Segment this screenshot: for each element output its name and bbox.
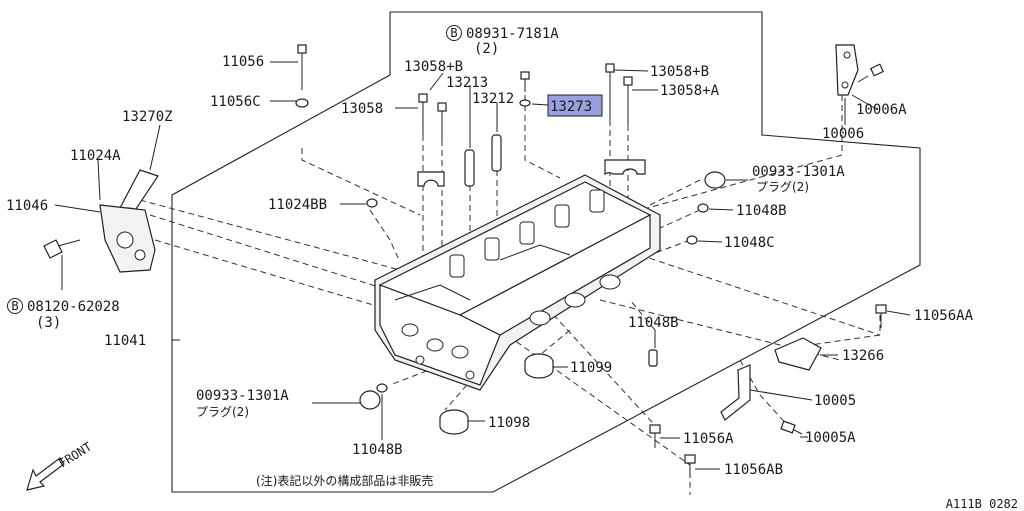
label-11048B-mid[interactable]: 11048B xyxy=(628,315,679,331)
label-13213[interactable]: 13213 xyxy=(446,75,488,91)
label-11048B-bottom[interactable]: 11048B xyxy=(352,442,403,458)
label-11056[interactable]: 11056 xyxy=(222,54,264,70)
left-bracket-assembly xyxy=(43,169,159,273)
label-11048C[interactable]: 11048C xyxy=(724,235,775,251)
dowel-pins xyxy=(464,134,502,187)
label-11099[interactable]: 11099 xyxy=(570,360,612,376)
label-13266[interactable]: 13266 xyxy=(842,348,884,364)
label-11048B-right[interactable]: 11048B xyxy=(736,203,787,219)
head-bolts xyxy=(295,44,633,140)
front-label: FRONT xyxy=(56,440,94,471)
label-00933-top[interactable]: 00933-1301A xyxy=(752,164,845,180)
label-00933-top-sub: プラグ(2) xyxy=(756,180,809,194)
label-08931[interactable]: 08931-7181A xyxy=(466,26,559,42)
bottom-left-parts xyxy=(359,353,554,435)
diagram-code: A111B 0282 xyxy=(946,497,1018,511)
label-10006[interactable]: 10006 xyxy=(822,126,864,142)
label-10006A[interactable]: 10006A xyxy=(856,102,907,118)
bolt-marker-left: B xyxy=(11,299,18,313)
bolt-marker-top: B xyxy=(450,26,457,40)
part-labels: 08931-7181A (2) 11056 11056C 13058+B 132… xyxy=(6,26,974,478)
label-13212[interactable]: 13212 xyxy=(472,91,514,107)
label-11098[interactable]: 11098 xyxy=(488,415,530,431)
label-11024A[interactable]: 11024A xyxy=(70,148,121,164)
front-indicator: FRONT xyxy=(26,440,94,491)
label-00933-bottom-sub: プラグ(2) xyxy=(196,405,249,419)
label-10005[interactable]: 10005 xyxy=(814,393,856,409)
label-13058B-right[interactable]: 13058+B xyxy=(650,64,709,80)
cam-caps xyxy=(417,159,646,187)
label-00933-bottom[interactable]: 00933-1301A xyxy=(196,388,289,404)
bolt-markers: B B xyxy=(7,25,462,314)
label-11056A[interactable]: 11056A xyxy=(683,431,734,447)
cylinder-head xyxy=(374,174,661,391)
diagram-frame xyxy=(171,11,921,493)
guide-lines xyxy=(139,95,881,495)
label-11056AB[interactable]: 11056AB xyxy=(724,462,783,478)
label-11056C[interactable]: 11056C xyxy=(210,94,261,110)
label-11056AA[interactable]: 11056AA xyxy=(914,308,974,324)
label-13058-left[interactable]: 13058 xyxy=(341,101,383,117)
label-13058B-left[interactable]: 13058+B xyxy=(404,59,463,75)
label-08931-qty: (2) xyxy=(474,41,499,57)
front-arrow-icon xyxy=(26,457,65,491)
label-11046[interactable]: 11046 xyxy=(6,198,48,214)
label-13058A[interactable]: 13058+A xyxy=(660,83,720,99)
label-08120-qty: (3) xyxy=(36,315,61,331)
label-13270Z[interactable]: 13270Z xyxy=(122,109,173,125)
label-11041[interactable]: 11041 xyxy=(104,333,146,349)
right-side-parts xyxy=(366,44,887,478)
label-08120[interactable]: 08120-62028 xyxy=(27,299,120,315)
footnote: (注)表記以外の構成部品は非販売 xyxy=(256,473,433,488)
leader-lines xyxy=(54,61,911,470)
highlight-13273-box[interactable] xyxy=(547,94,603,117)
label-11024BB[interactable]: 11024BB xyxy=(268,197,327,213)
label-10005A[interactable]: 10005A xyxy=(805,430,856,446)
label-13273[interactable]: 13273 xyxy=(550,99,592,115)
